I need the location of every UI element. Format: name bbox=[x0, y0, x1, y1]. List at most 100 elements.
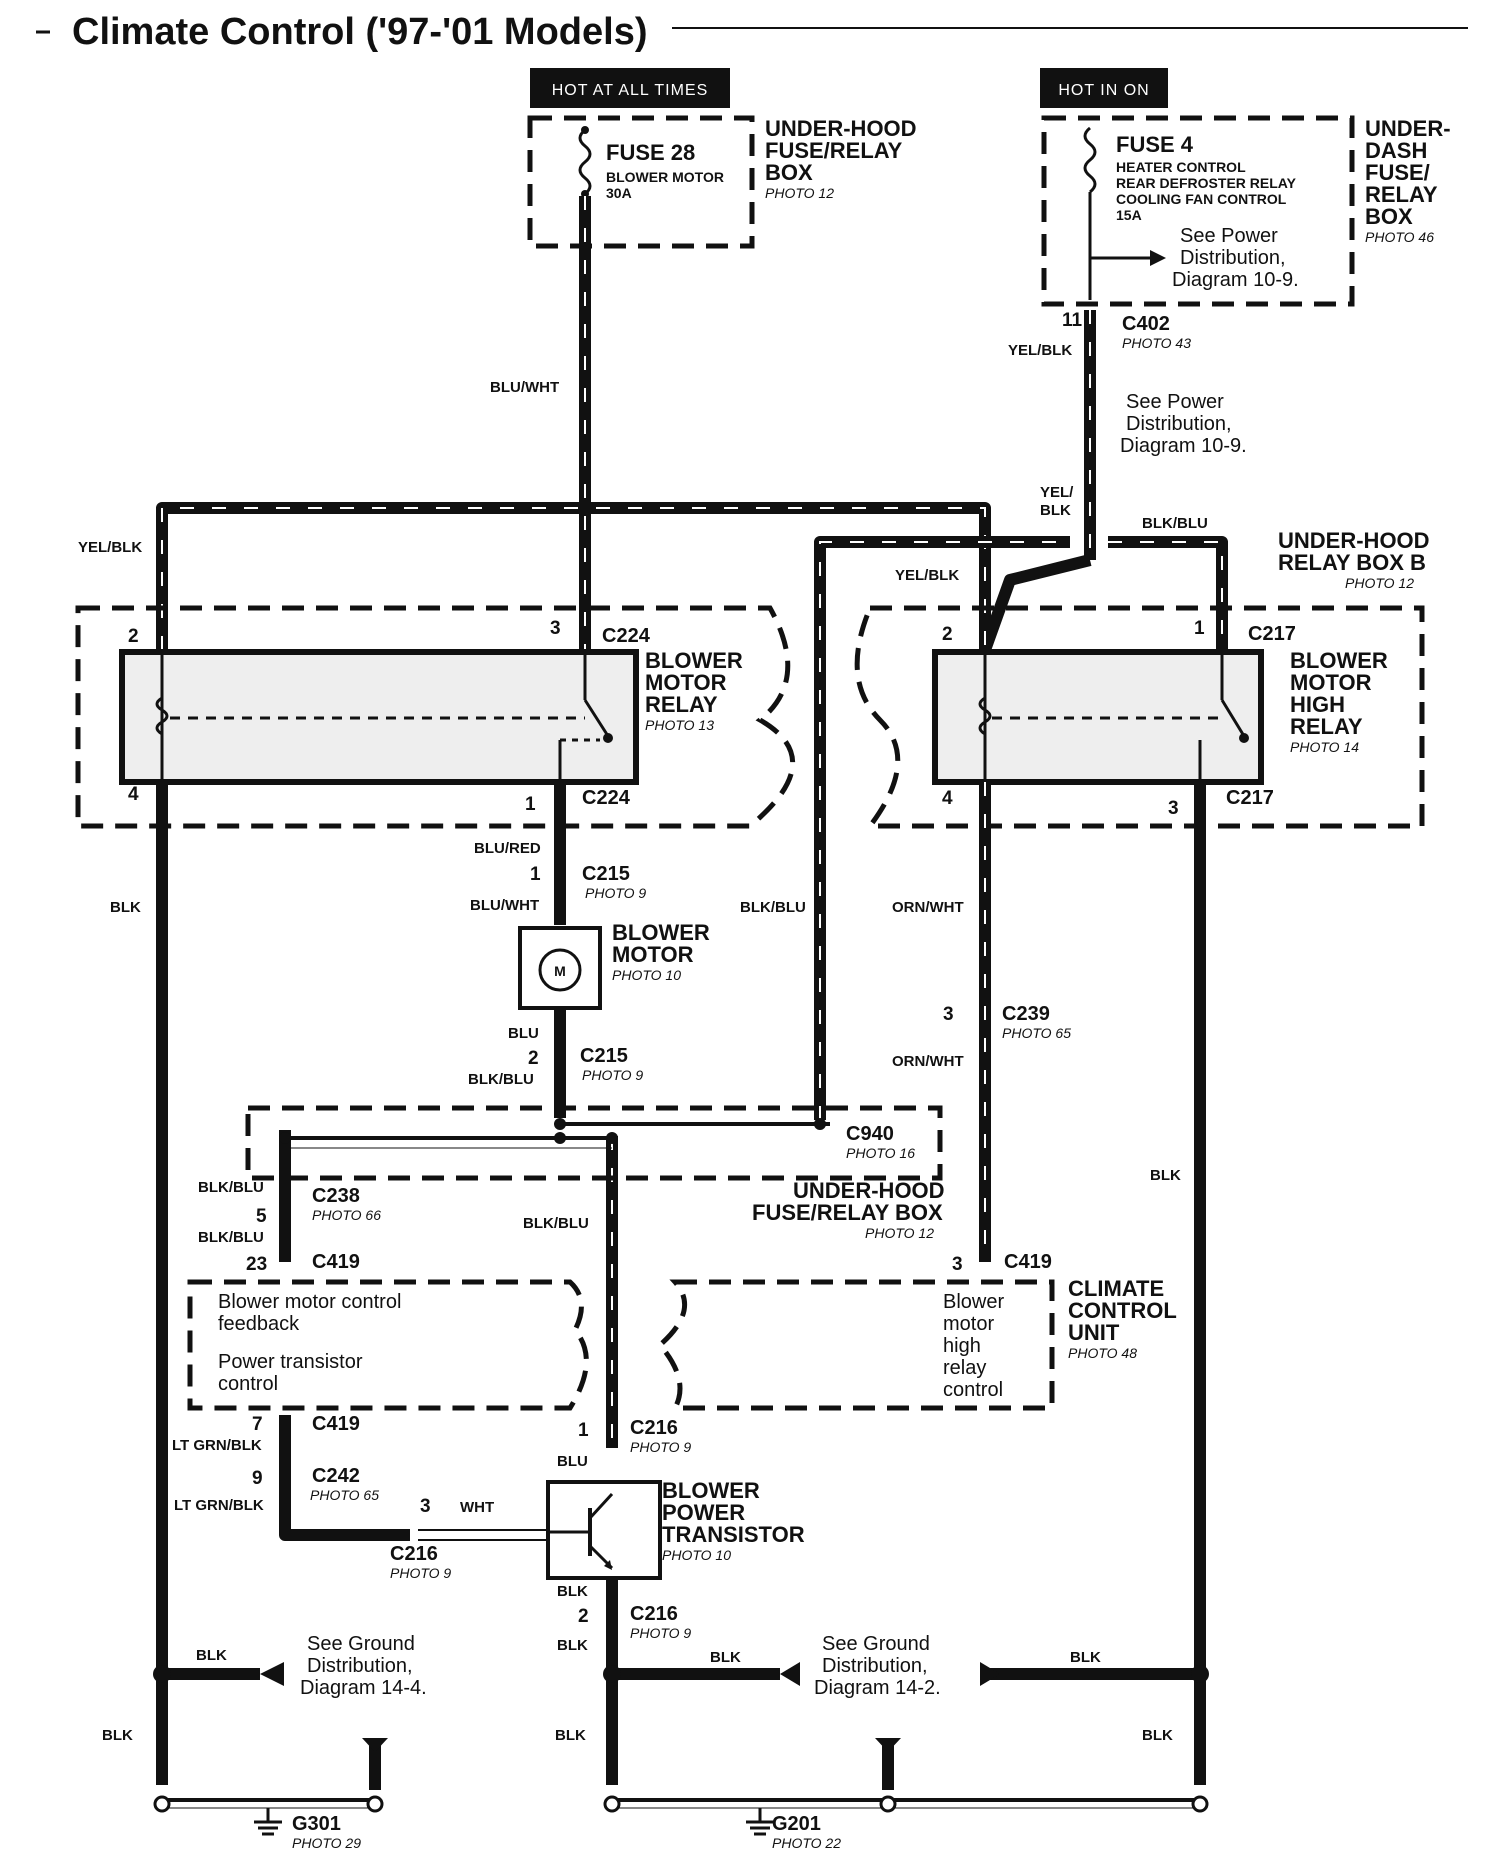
c402-pin: 11 bbox=[1062, 310, 1083, 331]
wire-label-blk-3: BLK bbox=[557, 1583, 588, 1600]
wire-label-yel: YEL/ bbox=[1040, 484, 1074, 501]
wire-label-blk-g2: BLK bbox=[710, 1649, 741, 1666]
svg-text:PHOTO 13: PHOTO 13 bbox=[645, 717, 714, 733]
svg-text:MOTOR: MOTOR bbox=[1290, 670, 1372, 695]
svg-text:2: 2 bbox=[128, 626, 139, 647]
blower-motor: M BLOWER MOTOR PHOTO 10 bbox=[518, 920, 710, 1010]
ground-wiring bbox=[153, 1662, 1209, 1813]
svg-text:relay: relay bbox=[943, 1357, 986, 1379]
c215-label-2: C215 bbox=[580, 1045, 628, 1067]
c216-photo-3: PHOTO 9 bbox=[390, 1565, 451, 1581]
c215-pin1: 1 bbox=[530, 864, 541, 885]
c216-label-1: C216 bbox=[630, 1417, 678, 1439]
svg-text:BLOWER: BLOWER bbox=[1290, 648, 1388, 673]
c419-label-1: C419 bbox=[312, 1251, 360, 1273]
underdash-label-1: UNDER- bbox=[1365, 116, 1451, 141]
blower-power-transistor: BLOWER POWER TRANSISTOR PHOTO 10 bbox=[546, 1478, 805, 1580]
c238-photo: PHOTO 66 bbox=[312, 1207, 381, 1223]
c215-photo-2: PHOTO 9 bbox=[582, 1067, 643, 1083]
wire-label-blk-4: BLK bbox=[557, 1637, 588, 1654]
svg-text:PHOTO 10: PHOTO 10 bbox=[662, 1547, 731, 1563]
wire-label-blk-g3: BLK bbox=[1070, 1649, 1101, 1666]
ccu-label-2: CONTROL bbox=[1068, 1298, 1177, 1323]
ground-symbol-g301-icon bbox=[254, 1808, 282, 1836]
arrow-icon bbox=[1150, 250, 1166, 266]
hot-in-on-tag: HOT IN ON bbox=[1040, 68, 1168, 108]
svg-text:control: control bbox=[218, 1373, 278, 1395]
wire-label-blk-blu-3: BLK/BLU bbox=[198, 1179, 264, 1196]
svg-text:Power transistor: Power transistor bbox=[218, 1351, 363, 1373]
svg-text:PHOTO 16: PHOTO 16 bbox=[846, 1145, 915, 1161]
underhood-box2-photo: PHOTO 12 bbox=[865, 1225, 934, 1241]
underdash-label-3: FUSE/ bbox=[1365, 160, 1430, 185]
svg-text:1: 1 bbox=[525, 794, 536, 815]
blower-motor-high-relay: BLOWER MOTOR HIGH RELAY PHOTO 14 2 1 C21… bbox=[854, 605, 1425, 829]
wire-label-lt-grn-blk-2: LT GRN/BLK bbox=[174, 1497, 264, 1514]
svg-text:BLOWER: BLOWER bbox=[612, 920, 710, 945]
svg-text:RELAY: RELAY bbox=[645, 692, 718, 717]
svg-text:MOTOR: MOTOR bbox=[612, 942, 694, 967]
ground-left-see-1: See Ground bbox=[307, 1633, 415, 1655]
svg-text:control: control bbox=[943, 1379, 1003, 1401]
relay-box-b-label-2: RELAY BOX B bbox=[1278, 550, 1426, 575]
wire-label-orn-wht-1: ORN/WHT bbox=[892, 899, 964, 916]
svg-text:M: M bbox=[554, 963, 566, 979]
svg-text:4: 4 bbox=[942, 788, 953, 809]
c402-see-1: See Power bbox=[1126, 391, 1224, 413]
svg-text:RELAY: RELAY bbox=[1290, 714, 1363, 739]
wire-label-blk-g5: BLK bbox=[555, 1727, 586, 1744]
c402-see-3: Diagram 10-9. bbox=[1120, 435, 1247, 457]
c402-see-2: Distribution, bbox=[1126, 413, 1232, 435]
svg-text:Blower: Blower bbox=[943, 1291, 1004, 1313]
relay-box-b-label-1: UNDER-HOOD bbox=[1278, 528, 1430, 553]
blower-motor-relay: BLOWER MOTOR RELAY PHOTO 13 2 3 C224 4 1… bbox=[75, 605, 796, 829]
svg-text:3: 3 bbox=[1168, 798, 1179, 819]
underdash-label-5: BOX bbox=[1365, 204, 1413, 229]
underhood-box2-label-1: UNDER-HOOD bbox=[793, 1178, 945, 1203]
underdash-label-4: RELAY bbox=[1365, 182, 1438, 207]
fuse-symbol-2 bbox=[1083, 126, 1097, 194]
wire-label-blk-g1: BLK bbox=[196, 1647, 227, 1664]
c419-label-2: C419 bbox=[1004, 1251, 1052, 1273]
wire-label-blk-g4: BLK bbox=[102, 1727, 133, 1744]
underdash-fuse-box: FUSE 4 HEATER CONTROL REAR DEFROSTER REL… bbox=[1041, 115, 1355, 307]
svg-text:REAR DEFROSTER RELAY: REAR DEFROSTER RELAY bbox=[1116, 175, 1297, 191]
svg-text:30A: 30A bbox=[606, 185, 632, 201]
svg-text:4: 4 bbox=[128, 784, 139, 805]
underhood-box-c940: C940 PHOTO 16 bbox=[245, 1105, 943, 1181]
g301-photo: PHOTO 29 bbox=[292, 1835, 361, 1851]
c216-pin1: 1 bbox=[578, 1420, 589, 1441]
c402-label: C402 bbox=[1122, 313, 1170, 335]
ground-symbol-g201-icon bbox=[746, 1808, 774, 1836]
svg-text:high: high bbox=[943, 1335, 981, 1357]
underhood-fusebox-label-3: BOX bbox=[765, 160, 813, 185]
svg-text:HOT AT ALL TIMES: HOT AT ALL TIMES bbox=[552, 82, 709, 99]
svg-text:C224: C224 bbox=[582, 787, 631, 809]
svg-text:FUSE 28: FUSE 28 bbox=[606, 140, 695, 165]
svg-text:C940: C940 bbox=[846, 1123, 894, 1145]
relay-box-b-photo: PHOTO 12 bbox=[1345, 575, 1414, 591]
wire-label-blk-top: BLK bbox=[1040, 502, 1071, 519]
ground-right-see-3: Diagram 14-2. bbox=[814, 1677, 941, 1699]
c402-wire: YEL/BLK bbox=[1008, 342, 1072, 359]
c216-label-3: C216 bbox=[390, 1543, 438, 1565]
svg-text:C217: C217 bbox=[1226, 787, 1274, 809]
wire-label-blu-2: BLU bbox=[557, 1453, 588, 1470]
svg-text:Distribution,: Distribution, bbox=[1180, 247, 1286, 269]
wires-middle bbox=[156, 782, 1206, 1785]
ccu-label-3: UNIT bbox=[1068, 1320, 1120, 1345]
wire-label-yel-blk-2: YEL/BLK bbox=[895, 567, 959, 584]
wire-label-blk-blu-5: BLK/BLU bbox=[523, 1215, 589, 1232]
c238-label: C238 bbox=[312, 1185, 360, 1207]
wire-label-blu-red: BLU/RED bbox=[474, 840, 541, 857]
svg-text:POWER: POWER bbox=[662, 1500, 745, 1525]
ground-left-see-3: Diagram 14-4. bbox=[300, 1677, 427, 1699]
ccu-label-1: CLIMATE bbox=[1068, 1276, 1164, 1301]
svg-text:Blower motor control: Blower motor control bbox=[218, 1291, 401, 1313]
underdash-photo: PHOTO 46 bbox=[1365, 229, 1434, 245]
svg-text:PHOTO 10: PHOTO 10 bbox=[612, 967, 681, 983]
underhood-fusebox-label-1: UNDER-HOOD bbox=[765, 116, 917, 141]
g301-label: G301 bbox=[292, 1813, 341, 1835]
